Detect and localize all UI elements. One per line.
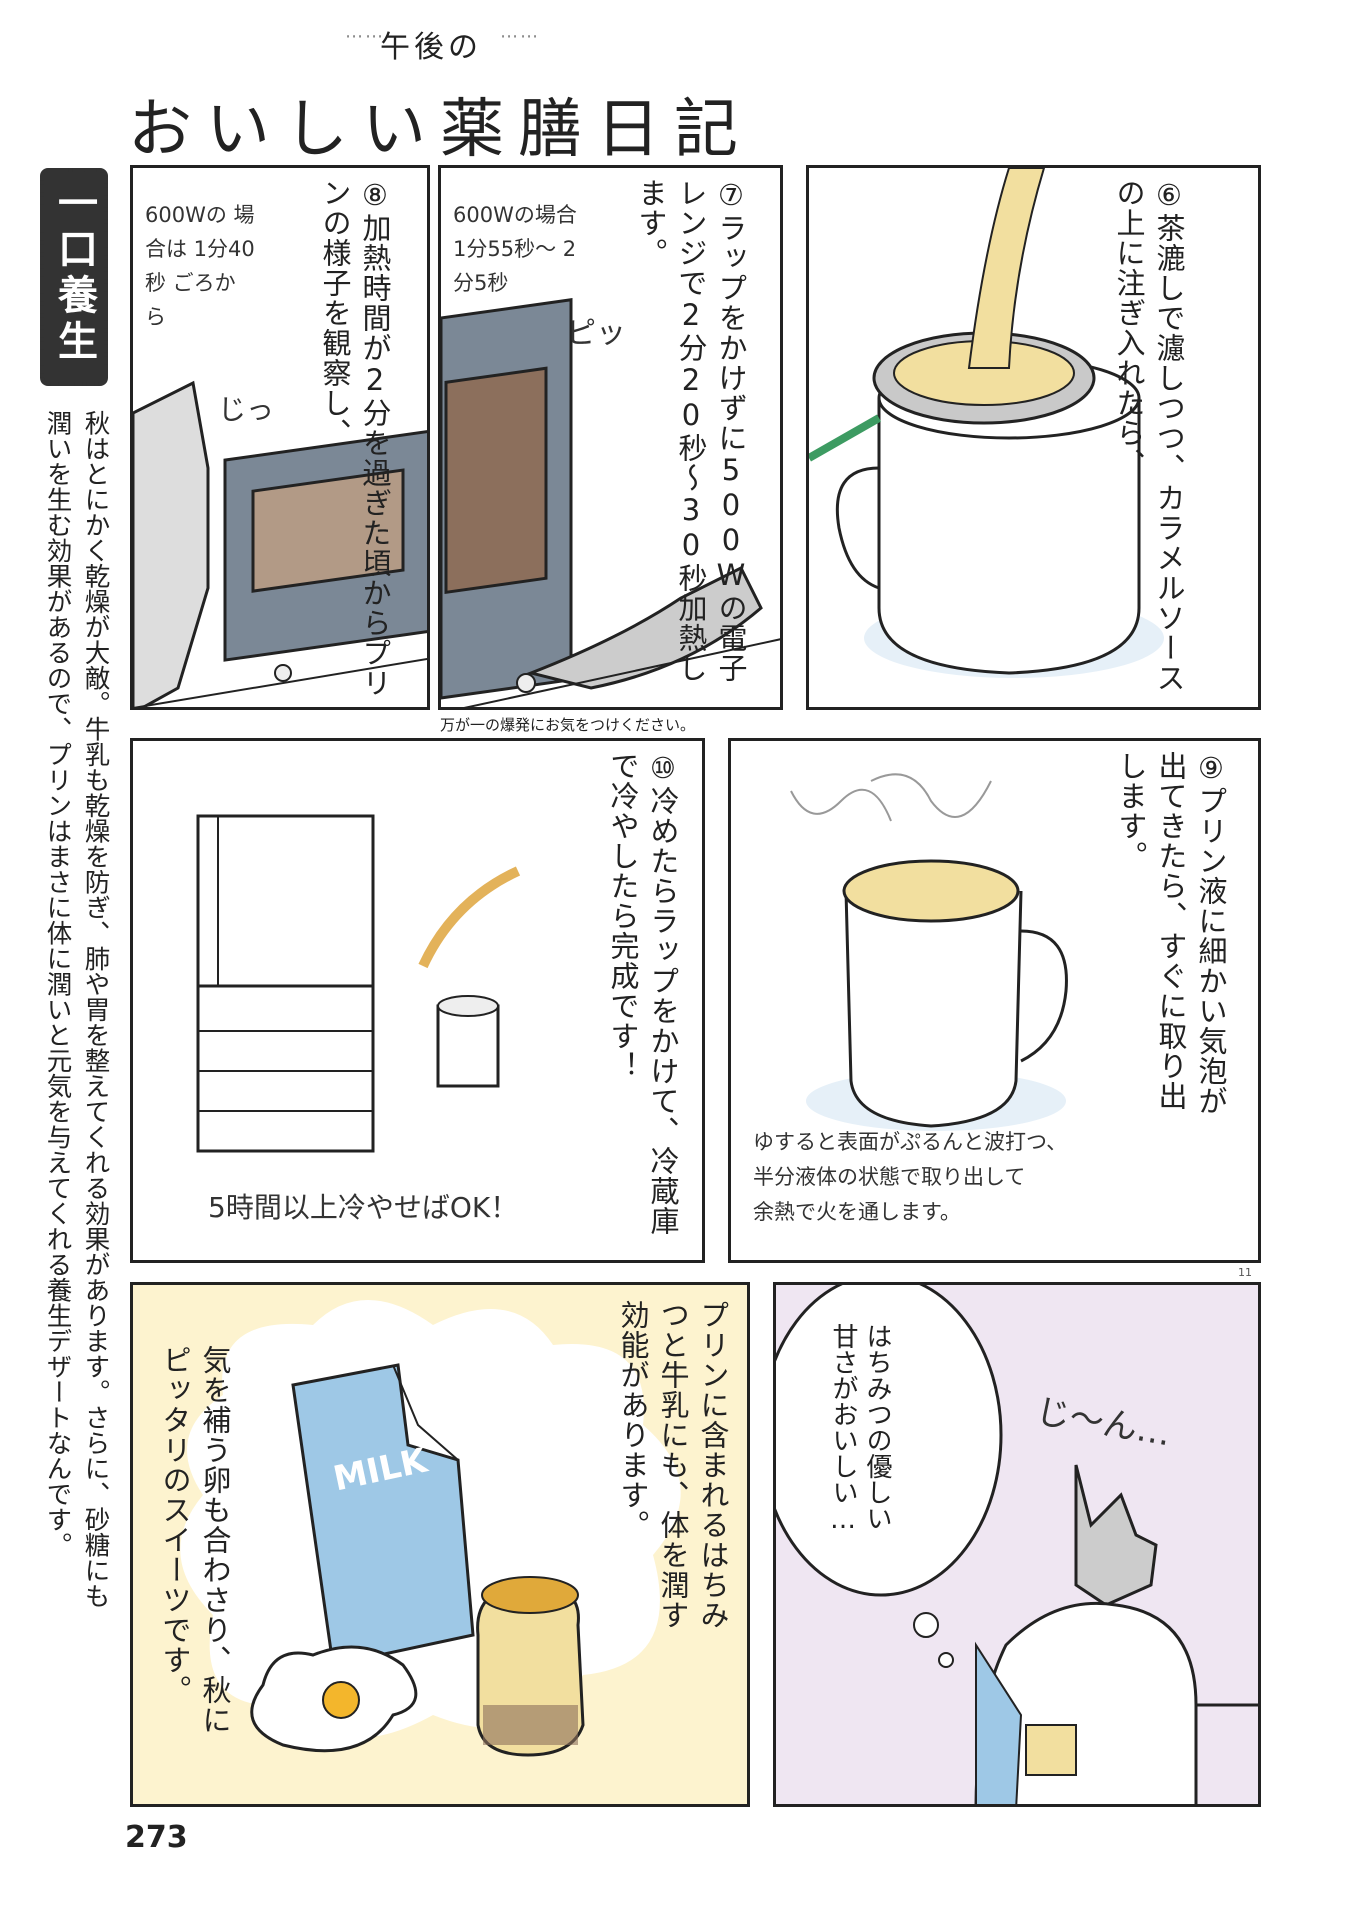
small-page-number: 11 bbox=[1238, 1266, 1252, 1279]
fridge-illustration bbox=[196, 814, 521, 1153]
side-column-2: 潤いを生む効果があるので、プリンはまさに体に潤いと元気を与えてくれる養生デザート… bbox=[42, 410, 72, 1558]
panel-12: はちみつの優しい甘さがおいしい… じ～ん… bbox=[773, 1282, 1261, 1807]
panel-9-note-3: 余熱で火を通します。 bbox=[753, 1200, 961, 1224]
panel-8-sfx: じっ bbox=[218, 393, 275, 426]
panel-10: 5時間以上冷やせばOK！ ⑩冷めたらラップをかけて、冷蔵庫で冷やしたら完成です！ bbox=[130, 738, 705, 1263]
panel-11-text-1: プリンに含まれるはちみつと牛乳にも、体を潤す効能があります。 bbox=[616, 1300, 730, 1630]
panel-8-note: 600Wの 場合は 1分40秒 ごろから bbox=[145, 203, 255, 329]
panel-12-bubble: はちみつの優しい甘さがおいしい… bbox=[828, 1323, 892, 1535]
header-subtitle: 午後の bbox=[380, 30, 482, 65]
header-dots-left: ⋯⋯ bbox=[345, 26, 385, 47]
side-column-1: 秋はとにかく乾燥が大敵。牛乳も乾燥を防ぎ、肺や胃を整えてくれる効果があります。さ… bbox=[80, 410, 110, 1609]
microwave-cat-illustration bbox=[133, 380, 427, 707]
panel-9: ゆすると表面がぷるんと波打つ、 半分液体の状態で取り出して 余熱で火を通します。… bbox=[728, 738, 1261, 1263]
steaming-mug-illustration bbox=[790, 773, 1068, 1131]
caution-note: 万が一の爆発にお気をつけください。 bbox=[440, 716, 696, 734]
panel-9-text: ⑨プリン液に細かい気泡が出てきたら、すぐに取り出します。 bbox=[1114, 751, 1228, 1116]
panel-9-note-1: ゆすると表面がぷるんと波打つ、 bbox=[753, 1130, 1068, 1154]
side-label: 一口養生 bbox=[51, 182, 97, 366]
panel-7-note: 600Wの場合 1分55秒～ 2分5秒 bbox=[453, 203, 577, 295]
panel-11: MILK プリンに含まれるはちみつと牛乳にも、体を潤す効能があります。 気を補う… bbox=[130, 1282, 750, 1807]
panel-8-text: ⑧加熱時間が2分を過ぎた頃からプリンの様子を観察し、 bbox=[318, 178, 392, 698]
panel-7: 600Wの場合 1分55秒～ 2分5秒 ピッ ⑦ラップをかけずに500Wの電子レ… bbox=[438, 165, 783, 710]
header-dots-right: ⋯⋯ bbox=[500, 26, 540, 47]
panel-11-text-2: 気を補う卵も合わさり、秋にピッタリのスイーツです。 bbox=[158, 1345, 232, 1735]
milk-egg-pudding-illustration bbox=[180, 1300, 681, 1757]
panel-8: 600Wの 場合は 1分40秒 ごろから じっ ⑧加熱時間が2分を過ぎた頃からプ… bbox=[130, 165, 430, 710]
panel-6-text: ⑥茶漉しで濾しつつ、カラメルソースの上に注ぎ入れたら、 bbox=[1112, 178, 1186, 693]
panel-7-sfx: ピッ bbox=[566, 316, 626, 351]
page-title: おいしい薬膳日記 bbox=[128, 93, 752, 167]
panel-6: ⑥茶漉しで濾しつつ、カラメルソースの上に注ぎ入れたら、 bbox=[806, 165, 1261, 710]
side-label-box bbox=[40, 168, 108, 386]
panel-9-note-2: 半分液体の状態で取り出して bbox=[753, 1165, 1026, 1189]
mug-strainer-illustration bbox=[809, 168, 1164, 678]
panel-10-note: 5時間以上冷やせばOK！ bbox=[208, 1191, 519, 1224]
panel-10-text: ⑩冷めたらラップをかけて、冷蔵庫で冷やしたら完成です！ bbox=[606, 751, 680, 1236]
fox-eating-illustration bbox=[776, 1285, 1258, 1804]
microwave-hand-illustration bbox=[441, 298, 780, 707]
page-number: 273 bbox=[125, 1820, 188, 1855]
panel-7-text: ⑦ラップをかけずに500Wの電子レンジで2分20秒～30秒加熱します。 bbox=[634, 178, 748, 683]
